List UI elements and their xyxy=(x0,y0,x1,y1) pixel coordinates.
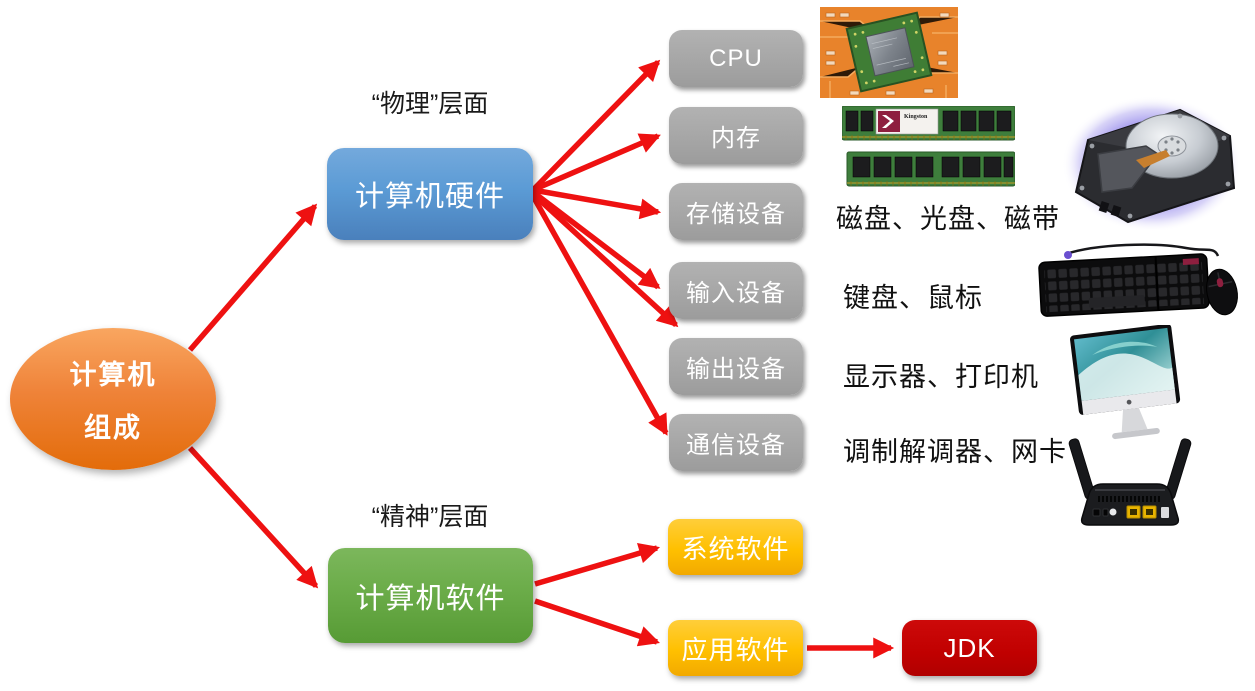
software-item-label: 系统软件 xyxy=(681,533,790,564)
ram-stick-1: Kingston xyxy=(842,106,1015,141)
component-box-input: 输入设备 xyxy=(669,262,803,319)
svg-text:Kingston: Kingston xyxy=(904,114,928,120)
component-label: 通信设备 xyxy=(686,432,786,459)
software-node-label: 计算机软件 xyxy=(355,582,506,615)
root-label-line1: 计算机 xyxy=(69,360,157,390)
component-label: 内存 xyxy=(711,125,761,152)
component-label: CPU xyxy=(709,44,763,72)
hard-disk-image xyxy=(1062,96,1242,232)
component-box-communication: 通信设备 xyxy=(669,414,803,471)
component-label: 存储设备 xyxy=(686,201,786,228)
jdk-box: JDK xyxy=(902,620,1037,676)
software-node: 计算机软件 xyxy=(328,548,533,643)
memory-modules-image: Kingston xyxy=(842,106,1015,187)
software-item-label: 应用软件 xyxy=(681,634,790,665)
communication-examples-text: 调制解调器、网卡 xyxy=(843,437,1067,467)
hardware-node-label: 计算机硬件 xyxy=(354,181,505,213)
root-label-line2: 组成 xyxy=(84,413,142,443)
spiritual-layer-label: “精神”层面 xyxy=(371,503,489,531)
system-software-box: 系统软件 xyxy=(668,519,803,575)
component-box-storage: 存储设备 xyxy=(669,183,803,240)
component-label: 输入设备 xyxy=(686,280,786,307)
cpu-chip-image xyxy=(820,7,958,98)
component-box-memory: 内存 xyxy=(669,107,803,164)
imac-monitor-image xyxy=(1070,325,1181,440)
ram-stick-2 xyxy=(846,151,1015,187)
component-box-cpu: CPU xyxy=(669,30,803,87)
router-image xyxy=(1068,438,1192,526)
input-examples-text: 键盘、鼠标 xyxy=(843,283,983,313)
physical-layer-label: “物理”层面 xyxy=(371,90,489,118)
hardware-node: 计算机硬件 xyxy=(327,148,533,240)
storage-examples-text: 磁盘、光盘、磁带 xyxy=(836,204,1060,234)
output-examples-text: 显示器、打印机 xyxy=(843,362,1039,392)
keyboard-mouse-image xyxy=(1038,243,1238,317)
root-node-computer-composition: 计算机 组成 xyxy=(10,328,216,470)
jdk-label: JDK xyxy=(943,632,996,663)
component-box-output: 输出设备 xyxy=(669,338,803,395)
component-label: 输出设备 xyxy=(686,356,786,383)
application-software-box: 应用软件 xyxy=(668,620,803,676)
